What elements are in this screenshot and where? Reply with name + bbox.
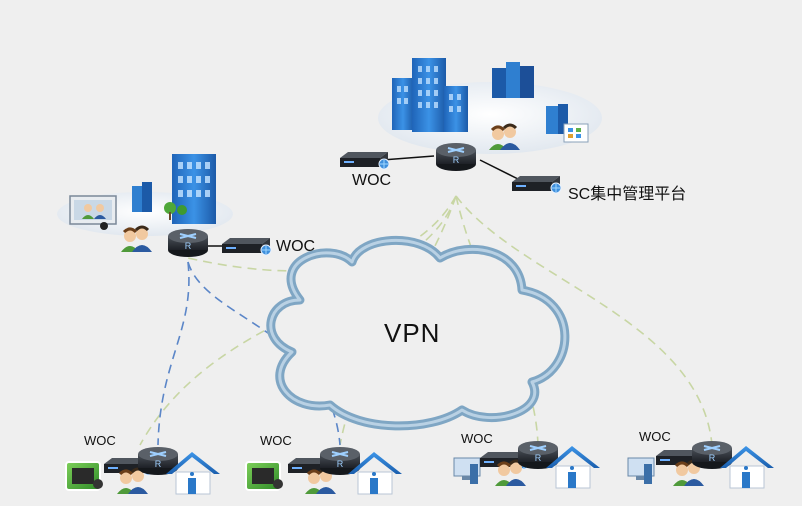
tree-icon [164,202,187,220]
link-regional-branch2 [187,261,341,446]
server-icon [132,182,152,212]
hq-site [339,58,602,194]
branch-site-4 [627,440,775,489]
router-icon [167,228,209,258]
link-hq-regional [187,195,457,272]
vpn-label: VPN [384,318,441,348]
branch-3-woc-label: WOC [461,431,493,446]
building-icon [392,58,468,132]
regional-woc-label: WOC [276,238,316,255]
monitor-icon [563,123,589,143]
hq-woc-label: WOC [352,172,392,189]
monitor-icon [453,457,481,484]
link-regional-branch1 [157,261,190,446]
monitor-icon [627,457,655,484]
vpn-cloud [266,235,570,431]
regional-site [57,154,272,258]
branch-4-woc-label: WOC [639,429,671,444]
woc-device-icon [339,151,390,170]
video-screen-icon [65,461,103,491]
link-hq-branch4 [455,195,713,446]
branch-2-woc-label: WOC [260,433,292,448]
branch-1-woc-label: WOC [84,433,116,448]
sc-platform-label: SC集中管理平台 [568,186,687,203]
branch-site-3 [453,440,601,489]
video-screen-icon [245,461,283,491]
woc-device-icon [221,237,272,256]
server-icon [492,62,568,134]
branch-site-2 [245,446,403,496]
woc-device-icon [511,175,562,194]
video-screen-icon [69,195,117,230]
branch-site-1 [65,446,221,496]
router-icon [435,142,477,172]
